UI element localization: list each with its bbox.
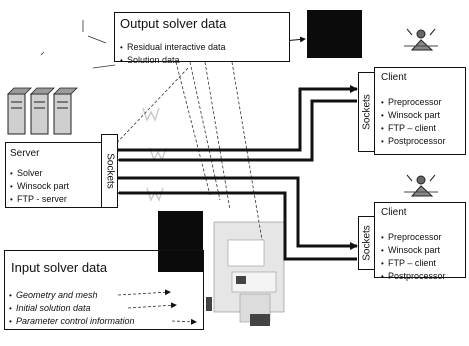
client2-sockets: Sockets xyxy=(358,216,375,270)
input-item: Initial solution data xyxy=(9,302,135,315)
output-monitor-panel xyxy=(307,10,362,58)
client1-sockets: Sockets xyxy=(358,72,375,152)
output-item: Residual interactive data xyxy=(120,41,226,54)
client2-item: Winsock part xyxy=(381,244,446,257)
client2-item: Postprocessor xyxy=(381,270,446,283)
client1-item: Winsock part xyxy=(381,109,446,122)
client1-item: FTP – client xyxy=(381,122,446,135)
stray-marks xyxy=(41,20,115,68)
server-item: Solver xyxy=(10,167,69,180)
output-solver-box: Output solver data Residual interactive … xyxy=(114,12,290,62)
client2-item: Preprocessor xyxy=(381,231,446,244)
server-items: Solver Winsock part FTP - server xyxy=(10,167,69,206)
server-box: Server Solver Winsock part FTP - server xyxy=(5,142,102,208)
output-box-title: Output solver data xyxy=(120,16,226,31)
client1-sockets-label: Sockets xyxy=(361,94,372,130)
input-box-title: Input solver data xyxy=(11,260,107,275)
server-item: Winsock part xyxy=(10,180,69,193)
client1-item: Postprocessor xyxy=(381,135,446,148)
output-item: Solution data xyxy=(120,54,226,67)
server-item: FTP - server xyxy=(10,193,69,206)
input-solver-box: Input solver data Geometry and mesh Init… xyxy=(4,250,204,330)
input-box-items: Geometry and mesh Initial solution data … xyxy=(9,289,135,328)
input-item: Geometry and mesh xyxy=(9,289,135,302)
ghost-w-marks xyxy=(143,108,166,200)
server-towers-icon xyxy=(8,88,77,134)
client2-item: FTP – client xyxy=(381,257,446,270)
server-sockets: Sockets xyxy=(101,134,118,208)
client-figure-icon xyxy=(404,29,438,50)
client2-items: Preprocessor Winsock part FTP – client P… xyxy=(381,231,446,283)
input-item: Parameter control information xyxy=(9,315,135,328)
client2-title: Client xyxy=(381,207,407,218)
client1-title: Client xyxy=(381,72,407,83)
input-screens-collage xyxy=(206,222,284,326)
client1-box: Client Preprocessor Winsock part FTP – c… xyxy=(374,67,466,155)
server-title: Server xyxy=(10,148,39,159)
client1-item: Preprocessor xyxy=(381,96,446,109)
client2-sockets-label: Sockets xyxy=(361,225,372,261)
client1-items: Preprocessor Winsock part FTP – client P… xyxy=(381,96,446,148)
output-box-items: Residual interactive data Solution data xyxy=(120,41,226,67)
server-sockets-label: Sockets xyxy=(104,153,115,189)
client-figure-icon xyxy=(404,175,438,196)
client2-box: Client Preprocessor Winsock part FTP – c… xyxy=(374,202,466,278)
link-server-client1 xyxy=(117,89,357,160)
